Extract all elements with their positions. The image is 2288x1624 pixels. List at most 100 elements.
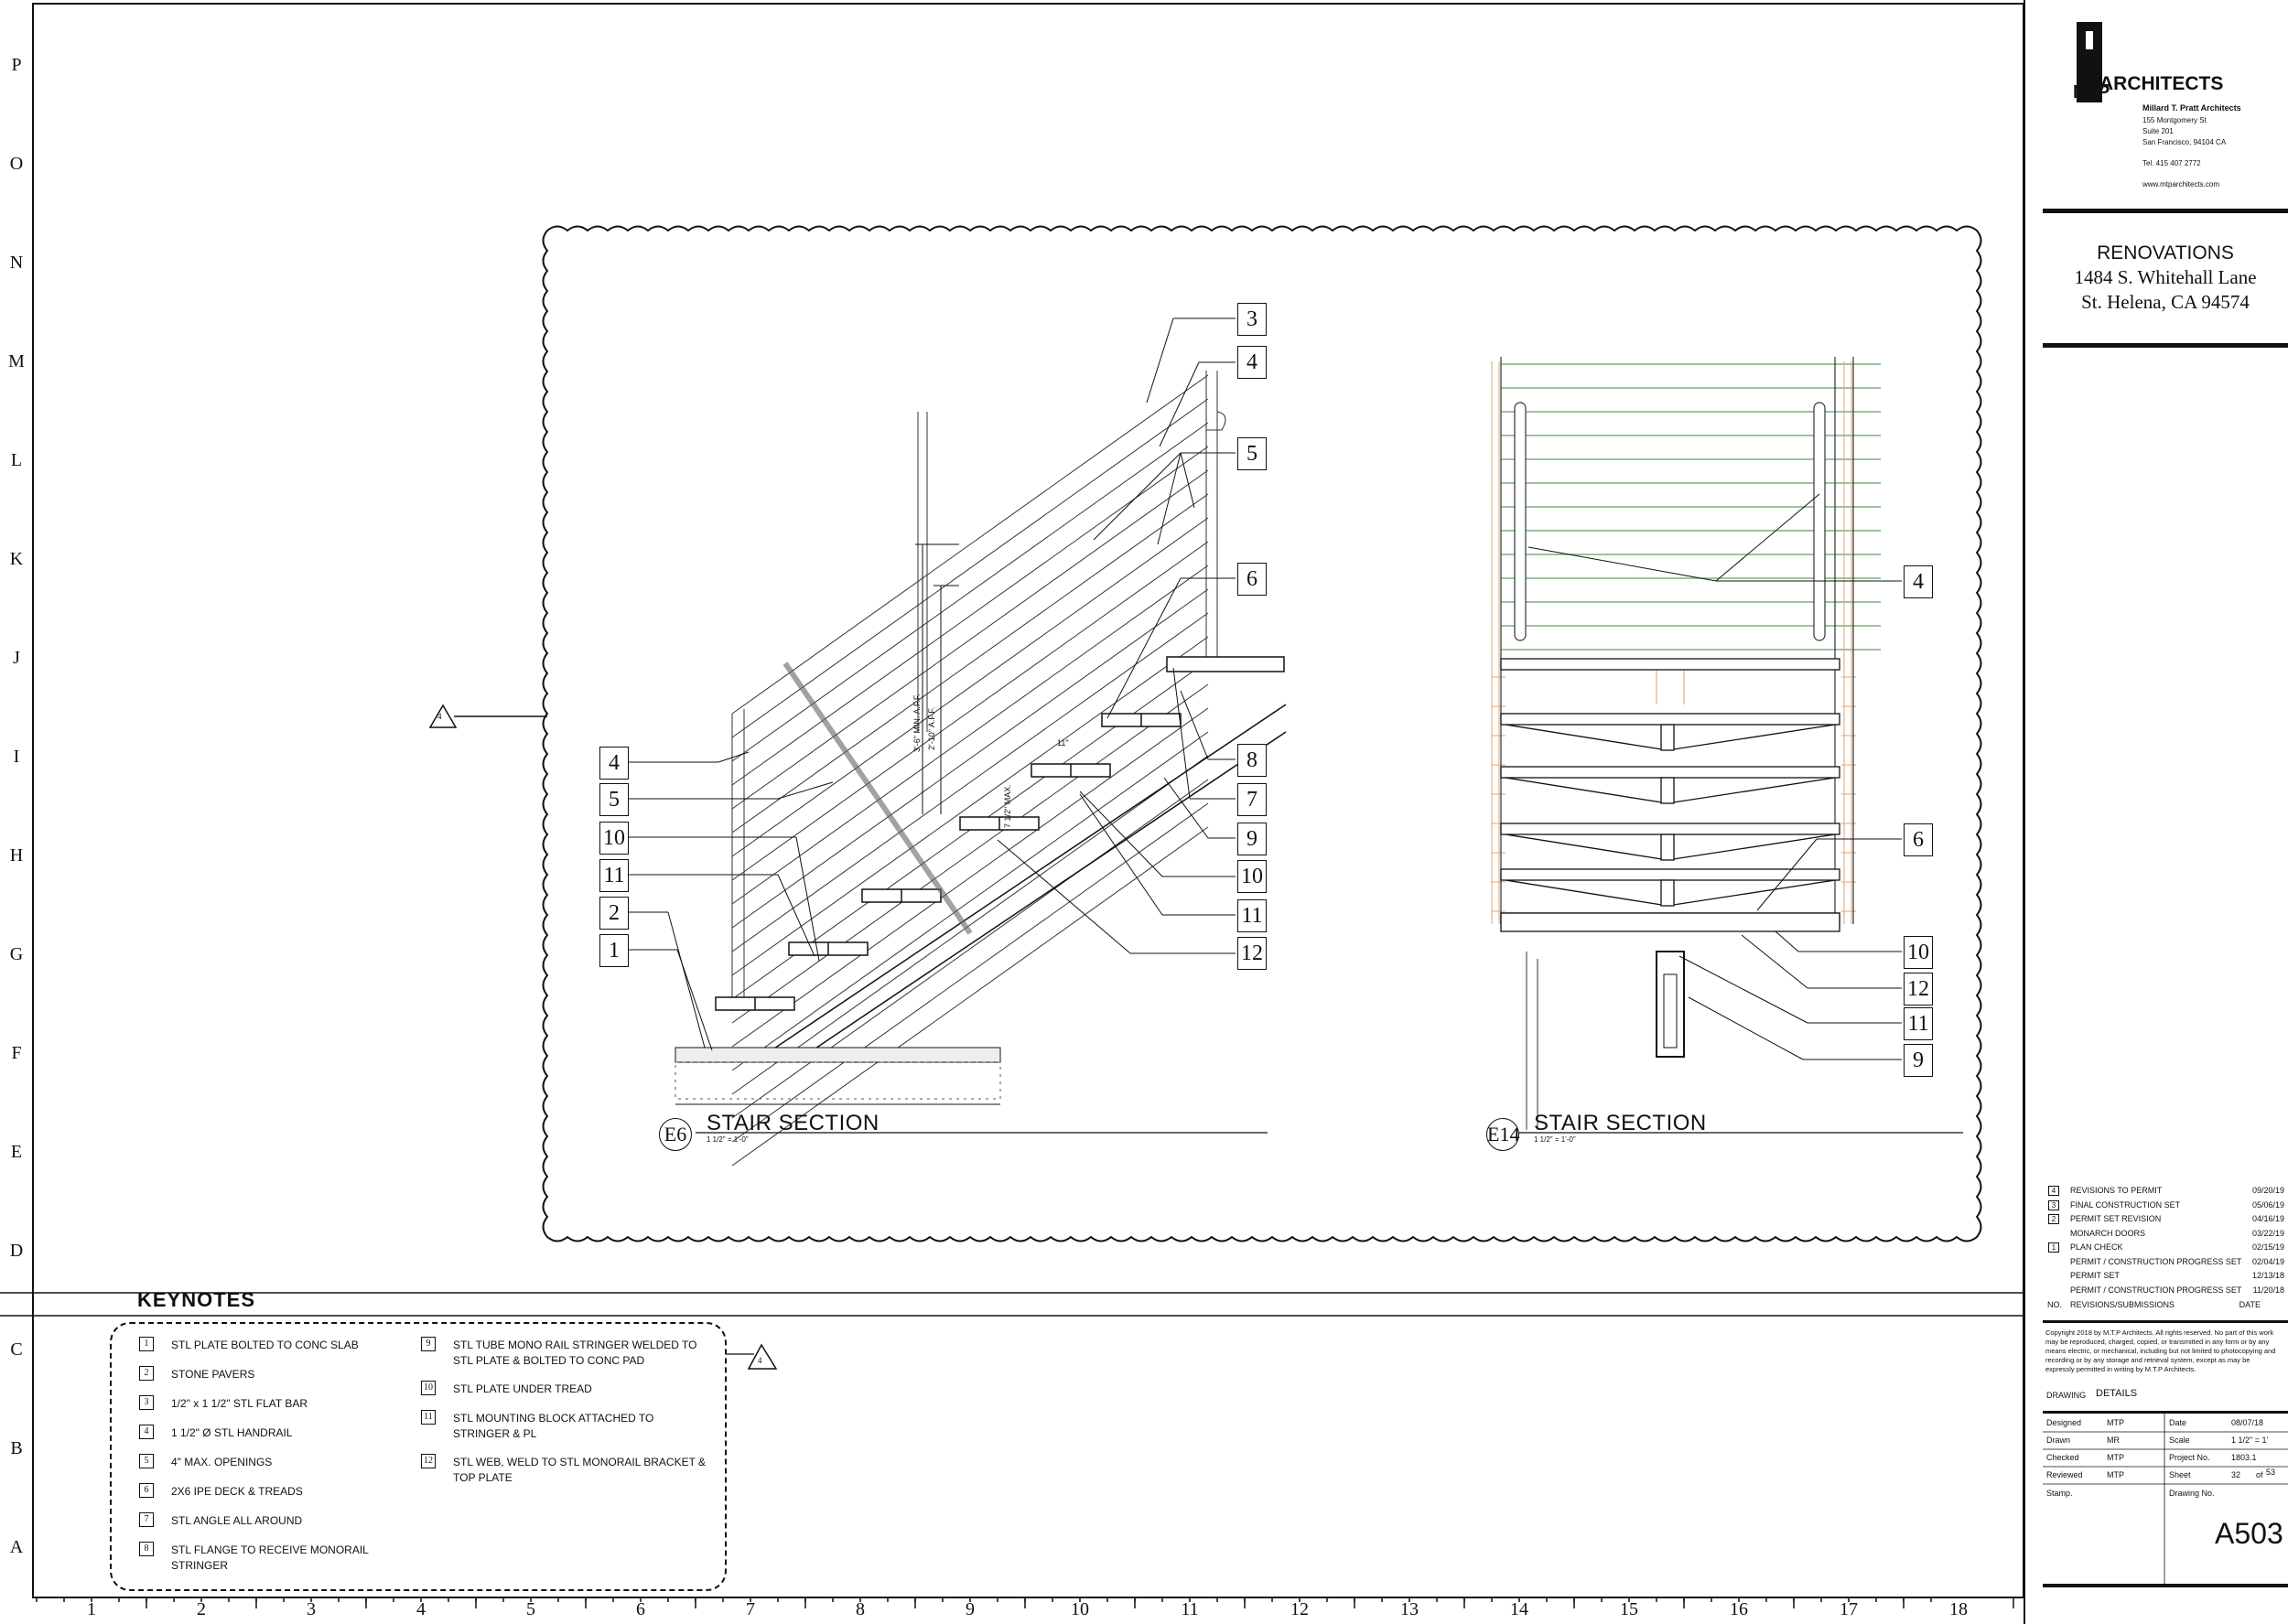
keynote-text: STL WEB, WELD TO STL MONORAIL BRACKET & …: [453, 1456, 707, 1484]
keynote-number: 12: [421, 1454, 436, 1468]
drawing-label: DRAWING: [2046, 1391, 2087, 1400]
e6-callout-right-6: 9: [1237, 823, 1267, 855]
keynote-text: STONE PAVERS: [171, 1368, 255, 1381]
keynote-text: 1/2" x 1 1/2" STL FLAT BAR: [171, 1397, 308, 1410]
keynote-number: 6: [139, 1483, 154, 1498]
grid-col-11: 11: [1181, 1599, 1199, 1619]
rev-header-no: NO.: [2046, 1300, 2062, 1309]
revision-desc: PERMIT / CONSTRUCTION PROGRESS SET: [2070, 1256, 2242, 1266]
grid-col-12: 12: [1290, 1599, 1309, 1619]
e6-callout-right-2: 5: [1237, 437, 1267, 470]
grid-col-15: 15: [1620, 1599, 1638, 1619]
e6-callout-right-9: 12: [1237, 937, 1267, 970]
revision-desc: PLAN CHECK: [2070, 1242, 2123, 1252]
keynotes-title: KEYNOTES: [137, 1288, 256, 1311]
keynote-text: STL PLATE BOLTED TO CONC SLAB: [171, 1339, 359, 1351]
section-title-e6: STAIR SECTION: [707, 1111, 880, 1135]
keynote-number: 4: [139, 1425, 154, 1439]
revision-date: 03/22/19: [2251, 1228, 2284, 1238]
grid-row-d: D: [9, 1241, 24, 1261]
keynote-number: 1: [139, 1337, 154, 1351]
revision-marker: 4: [437, 712, 442, 721]
reviewed-label: Reviewed: [2046, 1470, 2083, 1479]
grid-row-g: G: [9, 944, 24, 964]
e6-callout-left-1: 5: [599, 783, 629, 816]
revision-date: 02/15/19: [2251, 1242, 2284, 1252]
revision-date: 09/20/19: [2251, 1186, 2284, 1195]
stamp-label: Stamp.: [2046, 1489, 2073, 1498]
e6-callout-left-4: 2: [599, 897, 629, 930]
project-address-2: St. Helena, CA 94574: [2081, 291, 2250, 313]
title-block-divider: [2024, 0, 2045, 1624]
keynote-text: STL FLANGE TO RECEIVE MONORAIL STRINGER: [171, 1543, 369, 1572]
rev-header-desc: REVISIONS/SUBMISSIONS: [2070, 1300, 2175, 1309]
grid-row-f: F: [11, 1043, 22, 1063]
revision-desc: PERMIT / CONSTRUCTION PROGRESS SET: [2070, 1285, 2242, 1295]
grid-row-b: B: [10, 1438, 23, 1458]
grid-col-14: 14: [1510, 1599, 1528, 1619]
keynote-number: 7: [139, 1512, 154, 1527]
firm-address-2: Suite 201: [2142, 127, 2174, 135]
e6-callout-right-0: 3: [1237, 303, 1267, 336]
sheet-label: Sheet: [2169, 1470, 2191, 1479]
grid-col-5: 5: [526, 1599, 535, 1619]
keynote-number: 2: [139, 1366, 154, 1381]
reviewed-value: MTP: [2107, 1470, 2124, 1479]
revision-row: MONARCH DOORS 03/22/19: [2043, 1229, 2288, 1242]
keynote-number: 9: [421, 1337, 436, 1351]
grid-row-e: E: [10, 1142, 23, 1162]
copyright-notice: Copyright 2018 by M.T.P Architects. All …: [2045, 1328, 2276, 1373]
keynote-text: STL MOUNTING BLOCK ATTACHED TO STRINGER …: [453, 1412, 654, 1440]
keynote-number: 10: [421, 1381, 436, 1395]
revision-date: 05/06/19: [2251, 1199, 2284, 1210]
drawing-value: DETAILS: [2096, 1388, 2138, 1399]
drawn-value: MR: [2107, 1436, 2120, 1445]
e14-callout-4: 11: [1904, 1007, 1933, 1040]
grid-row-o: O: [9, 154, 24, 174]
tb-rule-3: [2043, 1320, 2288, 1323]
grid-col-13: 13: [1400, 1599, 1419, 1619]
rev-header-date: DATE: [2239, 1300, 2261, 1309]
revision-date: 12/13/18: [2251, 1271, 2284, 1280]
keynote-text: STL ANGLE ALL AROUND: [171, 1514, 303, 1527]
stair-section-e14-drawing: [1487, 357, 1963, 1134]
scale-value: 1 1/2" = 1': [2231, 1436, 2269, 1445]
keynote-text: STL TUBE MONO RAIL STRINGER WELDED TO ST…: [453, 1339, 697, 1367]
grid-col-17: 17: [1840, 1599, 1858, 1619]
e6-callout-right-4: 8: [1237, 744, 1267, 777]
tb-rule-2: [2043, 343, 2288, 348]
sheet-value: 32: [2231, 1470, 2241, 1479]
logo-word: ARCHITECTS: [2099, 73, 2224, 94]
keynote-number: 8: [139, 1542, 154, 1556]
grid-col-18: 18: [1949, 1599, 1968, 1619]
firm-address-3: San Francisco, 94104 CA: [2142, 138, 2227, 146]
keynote-number: 3: [139, 1395, 154, 1410]
grid-col-3: 3: [307, 1599, 316, 1619]
tb-rule-4: [2043, 1411, 2288, 1414]
firm-name: Millard T. Pratt Architects: [2142, 103, 2241, 113]
designed-value: MTP: [2107, 1418, 2124, 1427]
revision-desc: PERMIT SET: [2070, 1271, 2120, 1280]
project-title: RENOVATIONS: [2097, 242, 2234, 263]
e6-callout-left-5: 1: [599, 934, 629, 967]
grid-row-m: M: [8, 351, 25, 371]
section-tag-e6: E6: [659, 1118, 692, 1151]
e6-callout-right-3: 6: [1237, 563, 1267, 596]
e6-callout-right-1: 4: [1237, 346, 1267, 379]
stair-section-e6-drawing: [628, 317, 1287, 1167]
date-label: Date: [2169, 1418, 2187, 1427]
e14-callout-5: 9: [1904, 1044, 1933, 1077]
section-tag-e14: E14: [1486, 1118, 1519, 1151]
project-address-1: 1484 S. Whitehall Lane: [2074, 266, 2257, 288]
sheet-of: of: [2256, 1470, 2263, 1479]
drawn-label: Drawn: [2046, 1436, 2071, 1445]
revision-date: 11/20/18: [2252, 1285, 2284, 1295]
grid-row-h: H: [9, 845, 24, 866]
grid-row-k: K: [9, 549, 24, 569]
revision-desc: MONARCH DOORS: [2070, 1228, 2146, 1238]
revision-desc: PERMIT SET REVISION: [2070, 1214, 2162, 1223]
grid-col-10: 10: [1071, 1599, 1089, 1619]
revision-row: PERMIT / CONSTRUCTION PROGRESS SET 11/20/…: [2043, 1285, 2288, 1298]
